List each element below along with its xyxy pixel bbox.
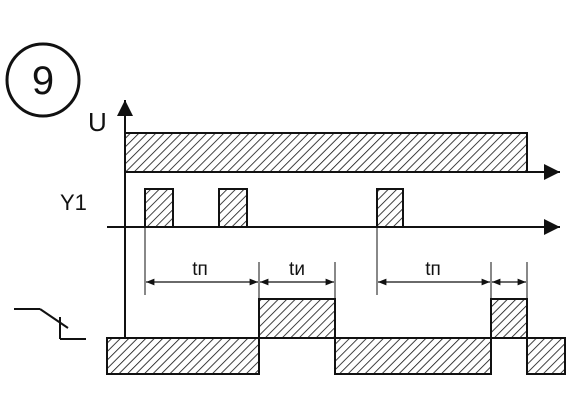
supply-label: U bbox=[88, 107, 107, 137]
function-number-badge: 9 bbox=[5, 42, 81, 118]
output-high-block bbox=[490, 298, 528, 339]
interval-label: tп bbox=[425, 259, 441, 280]
supply-signal bbox=[124, 132, 560, 180]
input-pulse bbox=[144, 188, 174, 228]
interval-dimensions: tп tи tп bbox=[144, 228, 528, 298]
relay-contact-switch-icon bbox=[14, 308, 86, 340]
interval-label: tи bbox=[289, 259, 305, 280]
input-signal bbox=[107, 188, 560, 235]
badge-number: 9 bbox=[32, 59, 54, 103]
output-low-block bbox=[106, 337, 260, 375]
output-high-block bbox=[258, 298, 336, 339]
input-label: Y1 bbox=[60, 190, 87, 215]
output-signal bbox=[106, 298, 566, 375]
supply-on-block bbox=[124, 132, 528, 173]
interval-label: tп bbox=[192, 259, 208, 280]
output-low-block bbox=[334, 337, 492, 375]
input-pulse bbox=[218, 188, 248, 228]
input-pulse bbox=[376, 188, 404, 228]
output-low-block bbox=[526, 337, 566, 375]
